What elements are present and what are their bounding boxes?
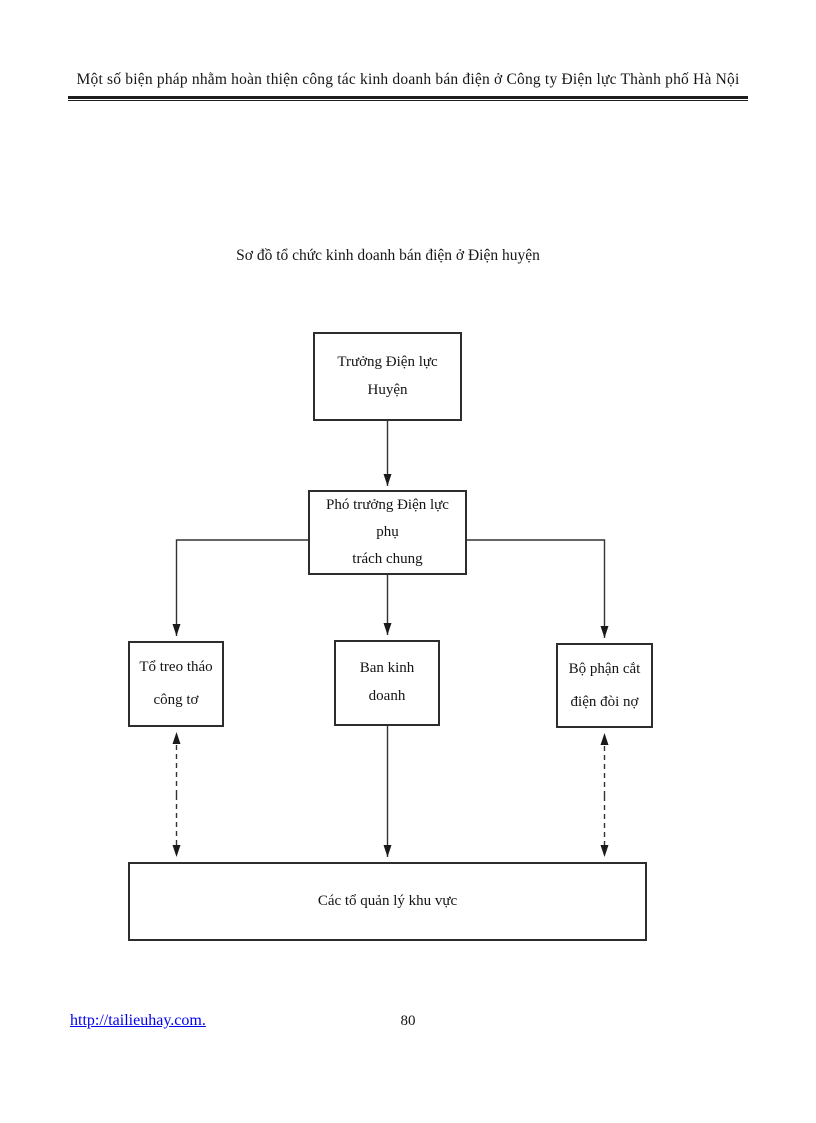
node-cac-to-quan-ly-khu-vuc: Các tổ quản lý khu vực <box>128 862 647 941</box>
page-header-text: Một số biện pháp nhằm hoàn thiện công tá… <box>76 71 740 88</box>
node-to-treo-thao-cong-to: Tổ treo tháo công tơ <box>128 641 224 727</box>
node-truong-dien-luc-huyen: Trưởng Điện lực Huyện <box>313 332 462 421</box>
header-divider-thick-line <box>68 96 748 99</box>
node-bo-phan-cat-dien-doi-no: Bộ phận cắt điện đòi nợ <box>556 643 653 728</box>
edge-middle-to-left <box>172 539 308 636</box>
diagram-title: Sơ đồ tổ chức kinh doanh bán điện ở Điện… <box>236 247 540 264</box>
node-pho-truong-dien-luc: Phó trưởng Điện lực phụ trách chung <box>308 490 467 575</box>
edge-middle-to-right <box>467 539 609 638</box>
header-divider <box>68 96 748 101</box>
node-ban-kinh-doanh: Ban kinh doanh <box>334 640 440 726</box>
header-divider-thin-line <box>68 100 748 101</box>
footer-link[interactable]: http://tailieuhay.com. <box>70 1012 206 1029</box>
page-number: 80 <box>400 1013 416 1029</box>
